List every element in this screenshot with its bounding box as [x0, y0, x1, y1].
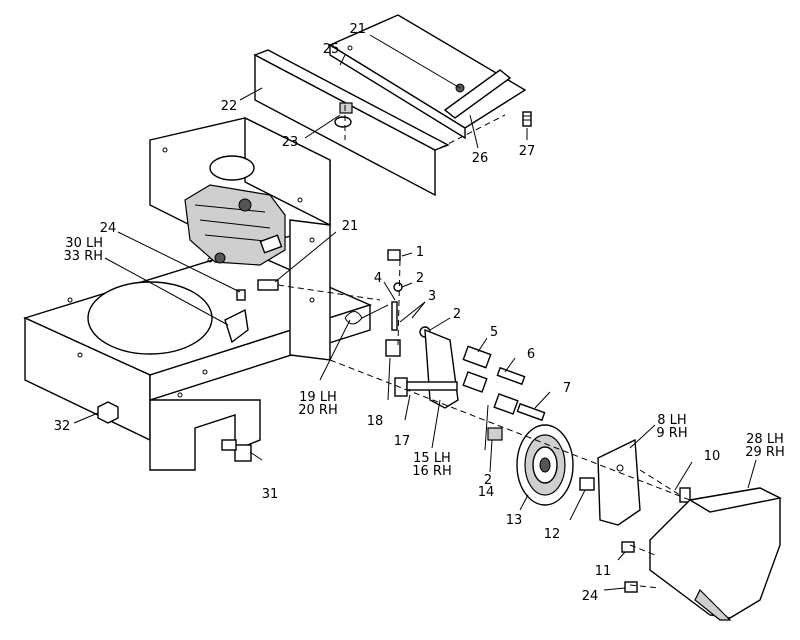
- callout-5: 5: [490, 325, 498, 340]
- screw-24-upper: [236, 289, 246, 301]
- hinge-bracket-26: [443, 69, 512, 119]
- callout-7: 7: [563, 381, 571, 396]
- spacer-12: [579, 477, 595, 491]
- callout-13: 13: [506, 513, 523, 528]
- screw-27: [522, 111, 532, 127]
- callout-17: 17: [394, 434, 411, 449]
- callout-9-rh: 9 RH: [656, 426, 687, 441]
- bolt-7: [516, 402, 546, 422]
- pin-3: [391, 301, 398, 331]
- callout-12: 12: [544, 527, 561, 542]
- nut-23: [339, 102, 353, 114]
- assembly-lines: [329, 105, 691, 589]
- part-1: [387, 249, 401, 261]
- callout-23: 23: [282, 135, 299, 150]
- callout-21-lower: 21: [342, 219, 359, 234]
- callout-20-rh: 20 RH: [298, 403, 337, 418]
- callout-8-lh: 8 LH: [657, 413, 686, 428]
- spring-19-20: [344, 304, 389, 325]
- bracket-8-9: [597, 438, 641, 526]
- callout-33-rh: 33 RH: [64, 249, 103, 264]
- cover-plate-25: [328, 14, 527, 140]
- transmission-unit: [184, 184, 286, 266]
- callout-32: 32: [54, 419, 71, 434]
- callout-18: 18: [367, 414, 384, 429]
- callout-24-upper: 24: [100, 221, 117, 236]
- bolt-17: [394, 377, 458, 397]
- bolt-21-lower: [257, 279, 381, 301]
- callout-16-rh: 16 RH: [412, 464, 451, 479]
- deck-opening: [87, 281, 213, 355]
- bolt-10: [639, 469, 691, 503]
- callout-1: 1: [416, 245, 424, 260]
- callout-19-lh: 19 LH: [299, 390, 337, 405]
- pivot-parts: [385, 249, 431, 357]
- callout-4: 4: [374, 271, 382, 286]
- spacer-5: [462, 345, 492, 369]
- nut-14: [487, 427, 503, 441]
- callout-14: 14: [478, 485, 495, 500]
- callout-24-lower: 24: [582, 589, 599, 604]
- idler-arm-15-16: [424, 328, 459, 409]
- callout-6: 6: [527, 347, 535, 362]
- screw-11: [621, 541, 635, 553]
- callout-30-lh: 30 LH: [65, 236, 103, 251]
- callout-26: 26: [472, 151, 489, 166]
- pulley-13: [516, 424, 574, 506]
- callout-2-middle: 2: [453, 307, 461, 322]
- nut-32: [97, 401, 119, 424]
- callout-2-lower: 2: [484, 473, 492, 488]
- bolt-6: [496, 366, 526, 386]
- callout-27: 27: [519, 144, 536, 159]
- callout-29-rh: 29 RH: [745, 445, 784, 460]
- callout-28-lh: 28 LH: [746, 432, 784, 447]
- bracket-30-33: [224, 308, 249, 344]
- bushing-18: [385, 339, 401, 357]
- callout-21-top: 21: [349, 22, 366, 37]
- callout-2-upper: 2: [416, 271, 424, 286]
- callout-31: 31: [262, 487, 279, 502]
- callout-10: 10: [704, 449, 721, 464]
- callout-labels: 21 25 22 23 26 27 24 30 LH 33 RH 21 1 4 …: [54, 22, 785, 604]
- washer-2: [393, 282, 403, 292]
- callout-22: 22: [221, 99, 238, 114]
- leader-lines: [73, 34, 757, 591]
- screw-24-lower: [624, 581, 638, 593]
- callout-3: 3: [428, 289, 436, 304]
- callout-15-lh: 15 LH: [413, 451, 451, 466]
- belt-guard-28-29: [649, 487, 783, 621]
- callout-11: 11: [595, 564, 612, 579]
- callout-25: 25: [323, 42, 340, 57]
